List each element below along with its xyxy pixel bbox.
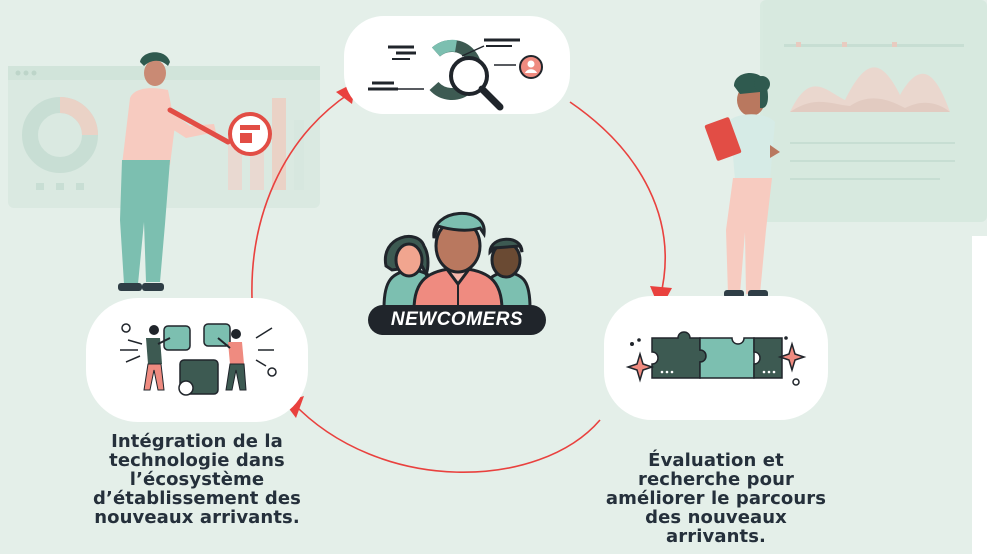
arrow-top-to-right xyxy=(569,101,667,303)
stage-right-node xyxy=(604,296,828,420)
caption-line: des nouveaux xyxy=(645,507,787,528)
person-with-pencil-illustration xyxy=(118,52,272,291)
side-panel xyxy=(972,236,987,554)
stage-left-node xyxy=(86,298,308,422)
stage-top-node xyxy=(344,16,570,114)
group-of-people-icon xyxy=(382,211,532,312)
caption-line: l’écosystème xyxy=(129,469,265,490)
caption-line: Intégration de la xyxy=(111,431,283,452)
caption-line: Évaluation et xyxy=(648,450,784,471)
people-assembling-blocks-icon xyxy=(120,323,277,396)
stage-left-caption: Intégration de la technologie dans l’éco… xyxy=(86,432,308,527)
caption-line: d’établissement des xyxy=(93,488,301,509)
data-analytics-magnifier-icon xyxy=(368,38,543,111)
right-dashboard-illustration xyxy=(760,0,987,222)
arrow-left-to-top xyxy=(251,90,355,299)
caption-line: recherche pour xyxy=(638,469,794,490)
caption-line: améliorer le parcours xyxy=(605,488,827,509)
stage-right-caption: Évaluation et recherche pour améliorer l… xyxy=(596,451,836,546)
caption-line: technologie dans xyxy=(109,450,285,471)
caption-line: nouveaux arrivants. xyxy=(94,507,300,528)
newcomers-badge: NEWCOMERS xyxy=(368,305,546,335)
caption-line: arrivants. xyxy=(666,526,766,547)
puzzle-pieces-sparkle-icon xyxy=(625,331,807,386)
arrow-right-to-left xyxy=(288,398,601,473)
